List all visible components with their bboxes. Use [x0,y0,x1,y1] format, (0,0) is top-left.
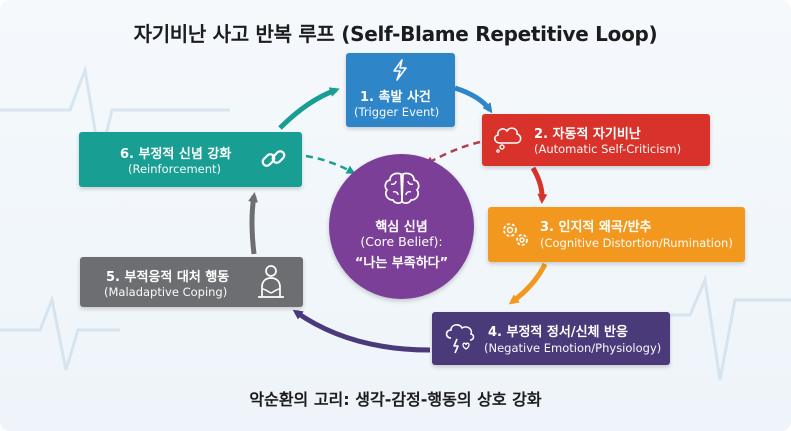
step-6-reinforcement-box: 6. 부정적 신념 강화 (Reinforcement) [79,132,302,187]
step-2-self-criticism-box: 2. 자동적 자기비난 (Automatic Self-Criticism) [482,114,710,166]
step-6-label: 6. 부정적 신념 강화 [120,147,232,162]
step-4-sublabel: (Negative Emotion/Physiology) [484,341,662,355]
core-belief-quote: “나는 부족하다” [354,256,449,271]
step-3-cognitive-distortion-box: 3. 인지적 왜곡/반추 (Cognitive Distortion/Rumin… [488,207,745,262]
arrow-5-to-6 [248,192,258,255]
chain-link-icon [261,150,286,167]
lightning-icon [393,59,407,81]
thought-cloud-icon [494,127,522,153]
step-5-maladaptive-coping-box: 5. 부적응적 대처 행동 (Maladaptive Coping) [80,257,303,307]
step-2-sublabel: (Automatic Self-Criticism) [534,142,682,156]
diagram-title: 자기비난 사고 반복 루프 (Self-Blame Repetitive Loo… [133,22,658,46]
core-belief-label: 핵심 신념 [375,220,428,235]
step-4-negative-emotion-box: 4. 부정적 정서/신체 반응 (Negative Emotion/Physio… [432,312,670,365]
gears-icon [503,223,528,246]
storm-cloud-icon [445,324,475,354]
diagram-caption: 악순환의 고리: 생각-감정-행동의 상호 강화 [249,390,542,409]
step-1-sublabel: (Trigger Event) [354,105,440,119]
step-5-label: 5. 부적응적 대처 행동 [106,270,230,285]
arrow-6-to-1 [278,87,340,130]
dashed-arrow-6-to-core [305,154,356,174]
step-4-label: 4. 부정적 정서/신체 반응 [488,325,628,340]
arrow-2-to-3 [530,166,548,204]
step-2-label: 2. 자동적 자기비난 [534,127,641,142]
sad-person-icon [258,265,284,298]
step-6-sublabel: (Reinforcement) [128,162,222,176]
dashed-arrow-2-to-core [424,140,481,165]
arrow-3-to-4 [508,262,548,305]
core-belief-circle: 핵심 신념 (Core Belief): “나는 부족하다” [329,154,474,299]
core-belief-sublabel: (Core Belief): [360,234,443,249]
brain-icon [384,172,420,204]
step-5-sublabel: (Maladaptive Coping) [104,285,228,299]
arrow-4-to-5 [292,309,431,353]
step-3-sublabel: (Cognitive Distortion/Rumination) [540,236,733,250]
arrow-1-to-2 [454,85,493,114]
step-1-trigger-event-box: 1. 촉발 사건 (Trigger Event) [346,53,455,127]
step-3-label: 3. 인지적 왜곡/반추 [540,220,652,235]
step-1-label: 1. 촉발 사건 [360,90,431,105]
